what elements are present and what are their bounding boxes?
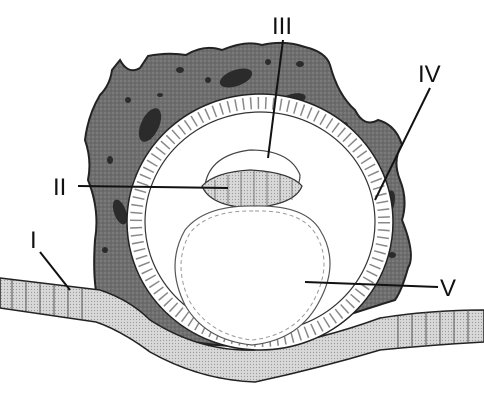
label-I: I (30, 227, 37, 254)
label-V: V (440, 275, 456, 302)
label-IV: IV (418, 61, 441, 88)
label-II: II (53, 174, 66, 201)
label-III: III (272, 13, 292, 40)
